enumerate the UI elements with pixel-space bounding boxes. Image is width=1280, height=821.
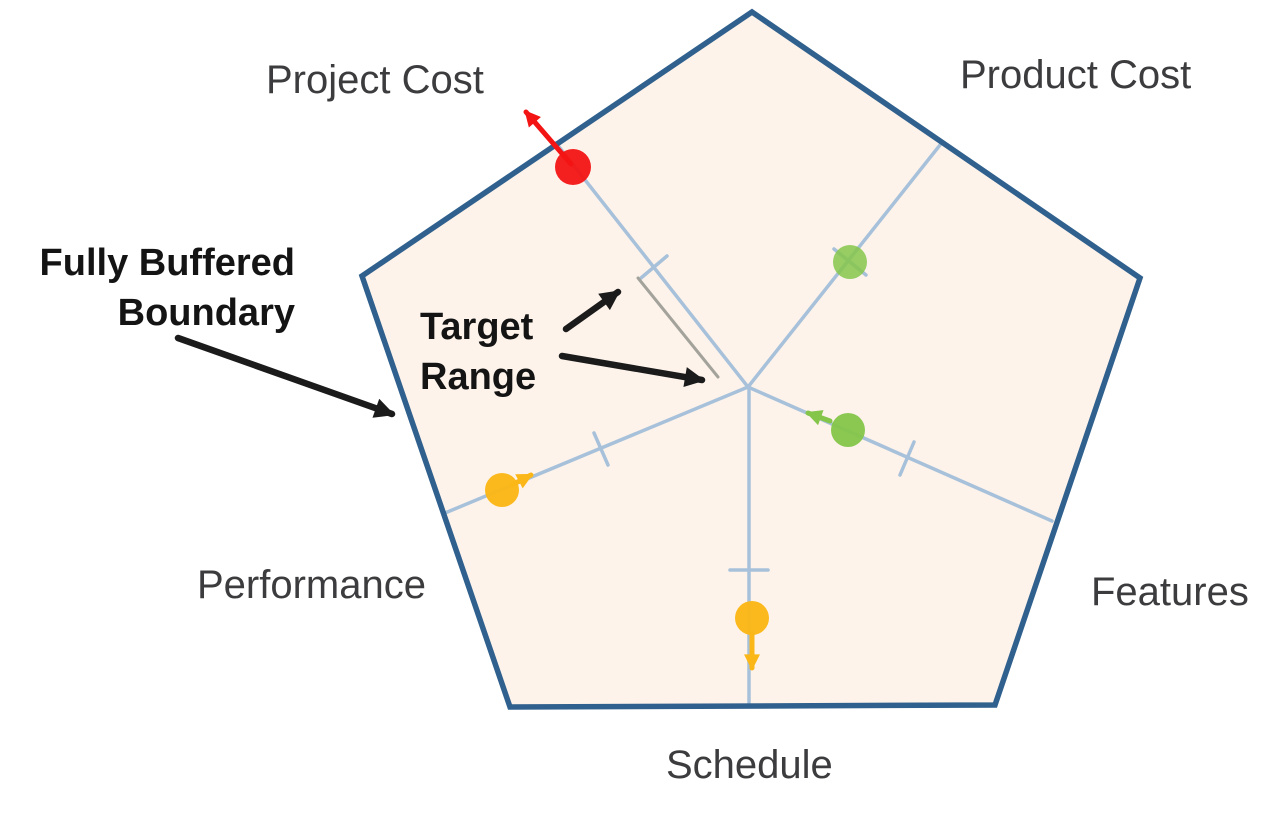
fully-buffered-boundary-arrow — [174, 334, 396, 418]
target-range-line2: Range — [420, 356, 537, 398]
status-dot-product-cost-green — [833, 245, 867, 279]
spoke-project-cost — [554, 141, 750, 389]
tick-features — [898, 440, 916, 477]
features-inward-arrow — [805, 410, 833, 426]
target-range-label: Target Range — [420, 302, 536, 402]
target-range-band-line — [636, 276, 720, 379]
target-range-arrow-lower — [558, 352, 706, 388]
pentagon-boundary — [358, 8, 1144, 710]
tick-project-cost — [639, 254, 669, 280]
axis-label-performance: Performance — [197, 563, 426, 607]
fully-buffered-boundary-label: Fully Buffered Boundary — [10, 238, 295, 338]
status-dot-project-cost-red — [555, 149, 591, 185]
axis-label-product-cost: Product Cost — [960, 53, 1192, 97]
status-dot-features-green — [831, 413, 865, 447]
pentagon-fill — [362, 12, 1140, 707]
status-dot-schedule-yellow — [735, 601, 769, 635]
target-range-line1: Target — [420, 306, 534, 348]
axis-label-features: Features — [1091, 570, 1249, 614]
target-range-arrow-upper — [562, 288, 622, 333]
axis-label-project-cost: Project Cost — [266, 58, 484, 102]
axis-label-schedule: Schedule — [666, 743, 833, 787]
fully-buffered-line1: Fully Buffered — [39, 242, 295, 284]
spoke-features — [746, 385, 1054, 523]
fully-buffered-line2: Boundary — [117, 292, 295, 334]
annotation-arrows — [174, 288, 706, 418]
status-dot-performance-yellow — [485, 473, 519, 507]
tick-performance — [592, 431, 610, 467]
